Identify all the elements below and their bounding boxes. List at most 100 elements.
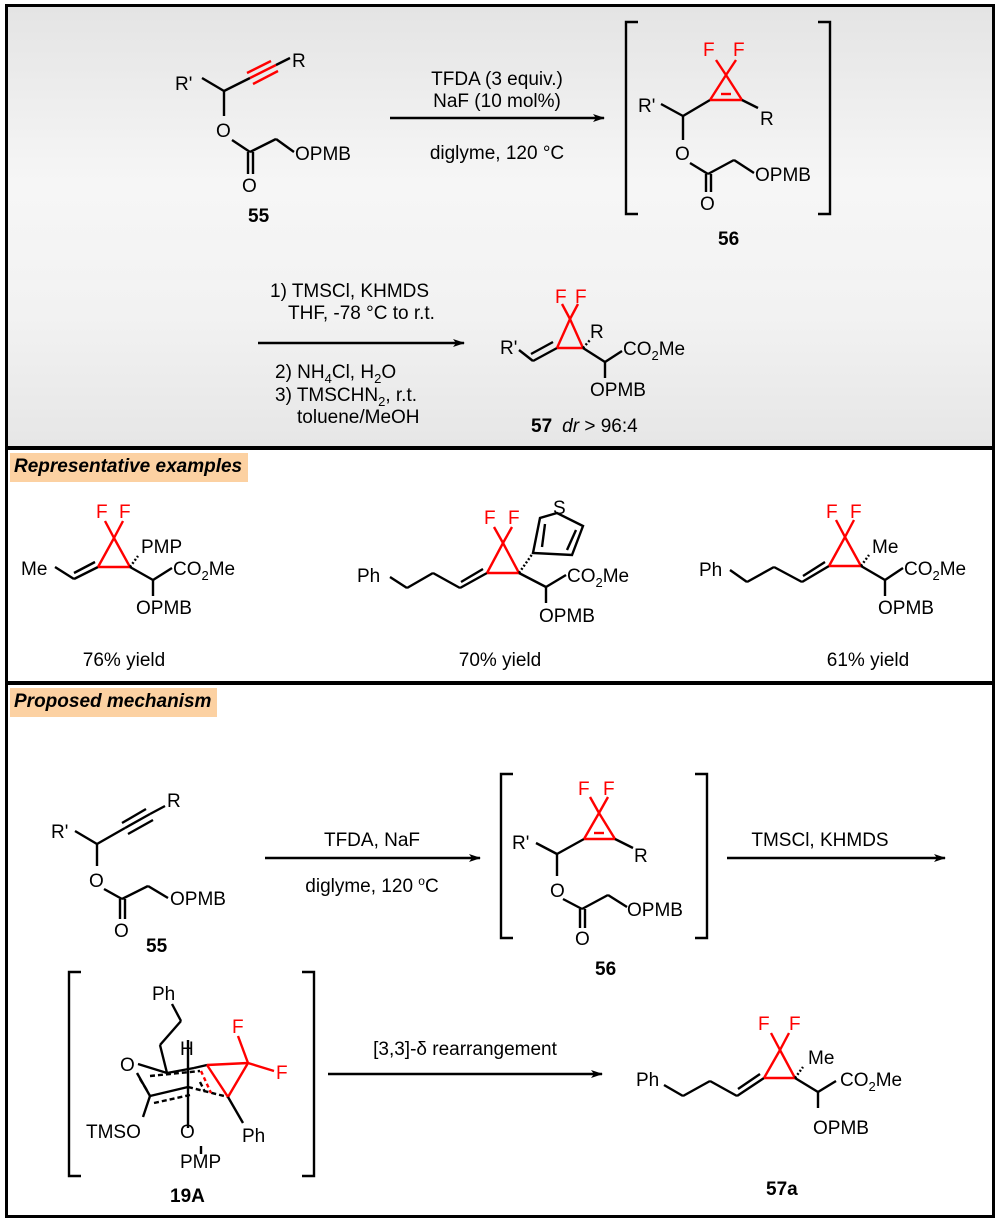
opmb-label: OPMB xyxy=(539,606,595,627)
difluorocyclopropene-highlight xyxy=(582,796,617,841)
mechanism-section-title: Proposed mechanism xyxy=(10,688,218,717)
opmb-label: OPMB xyxy=(813,1118,869,1139)
compound-55 xyxy=(201,56,295,174)
opmb-label: OPMB xyxy=(590,380,646,401)
mechanism-compound-56 xyxy=(535,796,634,928)
bracket-right xyxy=(818,20,832,216)
compound-56 xyxy=(660,59,759,192)
fluorine-label: F xyxy=(758,1014,770,1035)
difluorocyclopropene-highlight xyxy=(708,59,744,102)
example-yield: 70% yield xyxy=(459,650,541,671)
divider xyxy=(5,446,995,450)
ester-label: CO2Me xyxy=(840,1070,902,1094)
ester-oxygen-label: O xyxy=(550,881,565,902)
example-3-structure xyxy=(729,519,904,596)
phenyl-label: Ph xyxy=(636,1070,659,1091)
examples-section-title: Representative examples xyxy=(10,453,249,482)
fluorine-label: F xyxy=(850,502,862,523)
carbonyl-oxygen-label: O xyxy=(242,176,257,197)
ester-label: CO2Me xyxy=(623,339,685,363)
ester-label: CO2Me xyxy=(567,566,629,590)
compound-label-56: 56 xyxy=(718,229,739,250)
opmb-label: OPMB xyxy=(136,598,192,619)
fluorine-label: F xyxy=(119,502,131,523)
compound-57 xyxy=(518,303,623,378)
example-yield: 61% yield xyxy=(827,650,909,671)
r-prime-label: R' xyxy=(51,822,68,843)
example-chain-label: Me xyxy=(21,559,47,580)
opmb-label: OPMB xyxy=(755,165,811,186)
r-prime-label: R' xyxy=(512,833,529,854)
cyclopropane-highlight xyxy=(762,1032,797,1080)
opmb-label: OPMB xyxy=(295,144,351,165)
bracket-right xyxy=(695,772,709,940)
fluorine-label: F xyxy=(555,287,567,308)
reagent-text: 2) NH4Cl, H2O xyxy=(275,362,396,386)
transition-state-19A xyxy=(135,1003,275,1154)
fluorine-label: F xyxy=(96,502,108,523)
example-yield: 76% yield xyxy=(83,650,165,671)
fluorine-label: F xyxy=(789,1014,801,1035)
ester-label: CO2Me xyxy=(904,559,966,583)
phenyl-label: Ph xyxy=(152,984,175,1005)
reagent-text: TMSCl, KHMDS xyxy=(751,830,888,851)
compound-label-19A: 19A xyxy=(170,1186,205,1207)
ester-label: CO2Me xyxy=(173,559,235,583)
r-label: R xyxy=(292,51,306,72)
example-2-structure xyxy=(389,511,585,603)
mechanism-compound-55 xyxy=(74,804,169,919)
fluorine-label: F xyxy=(575,287,587,308)
pmp-label: PMP xyxy=(180,1152,221,1173)
fluorine-label: F xyxy=(826,502,838,523)
phenyl-label: Ph xyxy=(242,1126,265,1147)
example-chain-label: Ph xyxy=(357,566,380,587)
reagent-text: TFDA (3 equiv.) xyxy=(431,69,563,90)
tmso-label: TMSO xyxy=(86,1122,141,1143)
fluorine-label: F xyxy=(232,1017,244,1038)
r-label: R xyxy=(590,322,604,343)
reagent-text: TFDA, NaF xyxy=(324,830,420,851)
bracket-left xyxy=(499,772,513,940)
fluorine-label: F xyxy=(508,508,520,529)
cyclopropane-highlight xyxy=(827,519,863,568)
ether-oxygen-label: O xyxy=(180,1122,195,1143)
reagent-text: toluene/MeOH xyxy=(297,407,420,428)
cyclopropane-highlight xyxy=(199,1035,275,1098)
fluorine-label: F xyxy=(578,779,590,800)
opmb-label: OPMB xyxy=(170,889,226,910)
ring-oxygen-label: O xyxy=(120,1055,135,1076)
ester-oxygen-label: O xyxy=(89,871,104,892)
fluorine-label: F xyxy=(276,1063,288,1084)
ester-oxygen-label: O xyxy=(675,144,690,165)
example-chain-label: Ph xyxy=(699,560,722,581)
reagent-text: 1) TMSCl, KHMDS xyxy=(270,281,429,302)
alkyne-bond-highlight xyxy=(246,59,279,86)
bracket-left xyxy=(624,20,638,216)
thiophene-sulfur-label: S xyxy=(553,498,566,519)
methyl-label: Me xyxy=(808,1048,834,1069)
fluorine-label: F xyxy=(484,508,496,529)
compound-label-56: 56 xyxy=(595,959,616,980)
opmb-label: OPMB xyxy=(627,900,683,921)
compound-label-55: 55 xyxy=(146,936,168,957)
reagent-text: [3,3]-δ rearrangement xyxy=(373,1039,557,1060)
carbonyl-oxygen-label: O xyxy=(575,929,590,950)
cyclopropane-highlight xyxy=(96,520,132,569)
bracket-left xyxy=(67,970,81,1178)
compound-label-57a: 57a xyxy=(766,1179,798,1200)
r-label: R xyxy=(634,846,648,867)
fluorine-label: F xyxy=(703,40,715,61)
hydrogen-label: H xyxy=(180,1039,194,1060)
r-prime-label: R' xyxy=(500,338,517,359)
reaction-panel xyxy=(8,7,992,447)
condition-text: diglyme, 120 oC xyxy=(305,874,438,897)
r-prime-label: R' xyxy=(175,74,192,95)
cyclopropane-highlight xyxy=(485,526,521,575)
divider xyxy=(5,681,995,685)
r-prime-label: R' xyxy=(638,96,655,117)
example-substituent-label: PMP xyxy=(141,537,182,558)
compound-label-55: 55 xyxy=(248,206,270,227)
reagent-text: NaF (10 mol%) xyxy=(433,91,561,112)
